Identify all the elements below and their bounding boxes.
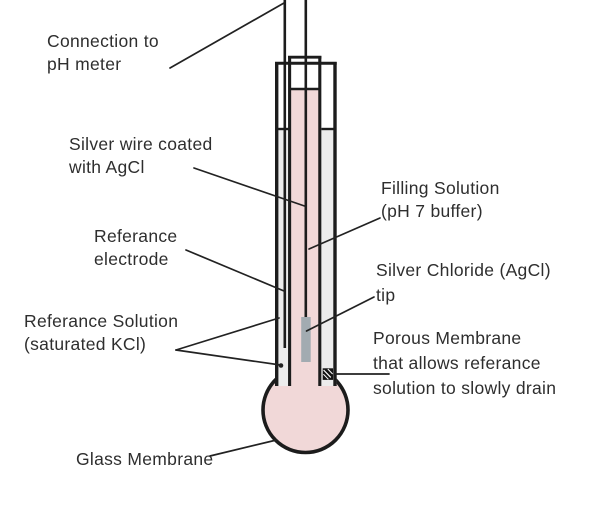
porous-membrane [322, 368, 334, 380]
reference-solution-right [321, 128, 334, 386]
label-glass-membrane: Glass Membrane [76, 449, 214, 469]
porous-membrane-hatch [327, 368, 333, 375]
pointer-filling-solution [308, 217, 381, 250]
label-agcl-tip: Silver Chloride (AgCl) tip [376, 260, 551, 305]
reference-solution-left [278, 128, 289, 386]
pointer-reference-solution-lower [175, 349, 282, 366]
pointer-lines [169, 2, 390, 457]
pointer-glass-membrane [209, 439, 278, 457]
porous-membrane-hatch [323, 373, 329, 380]
pointer-reference-solution-upper [175, 317, 280, 351]
label-porous-membrane: Porous Membrane that allows referance so… [373, 328, 557, 398]
pointer-connection [169, 2, 285, 69]
label-reference-electrode: Referance electrode [94, 226, 178, 269]
pointer-reference-solution-dot [278, 363, 284, 368]
label-reference-solution: Referance Solution (saturated KCl) [24, 311, 179, 354]
pointer-silver-wire [193, 167, 306, 207]
porous-membrane-hatch [323, 369, 332, 378]
agcl-tip [301, 317, 311, 362]
label-filling-solution: Filling Solution (pH 7 buffer) [381, 178, 500, 221]
pointer-reference-electrode [185, 249, 285, 292]
label-silver-wire: Silver wire coated with AgCl [69, 134, 213, 177]
pointer-agcl-tip [305, 296, 375, 332]
label-connection-to-ph-meter: Connection to pH meter [47, 31, 159, 74]
